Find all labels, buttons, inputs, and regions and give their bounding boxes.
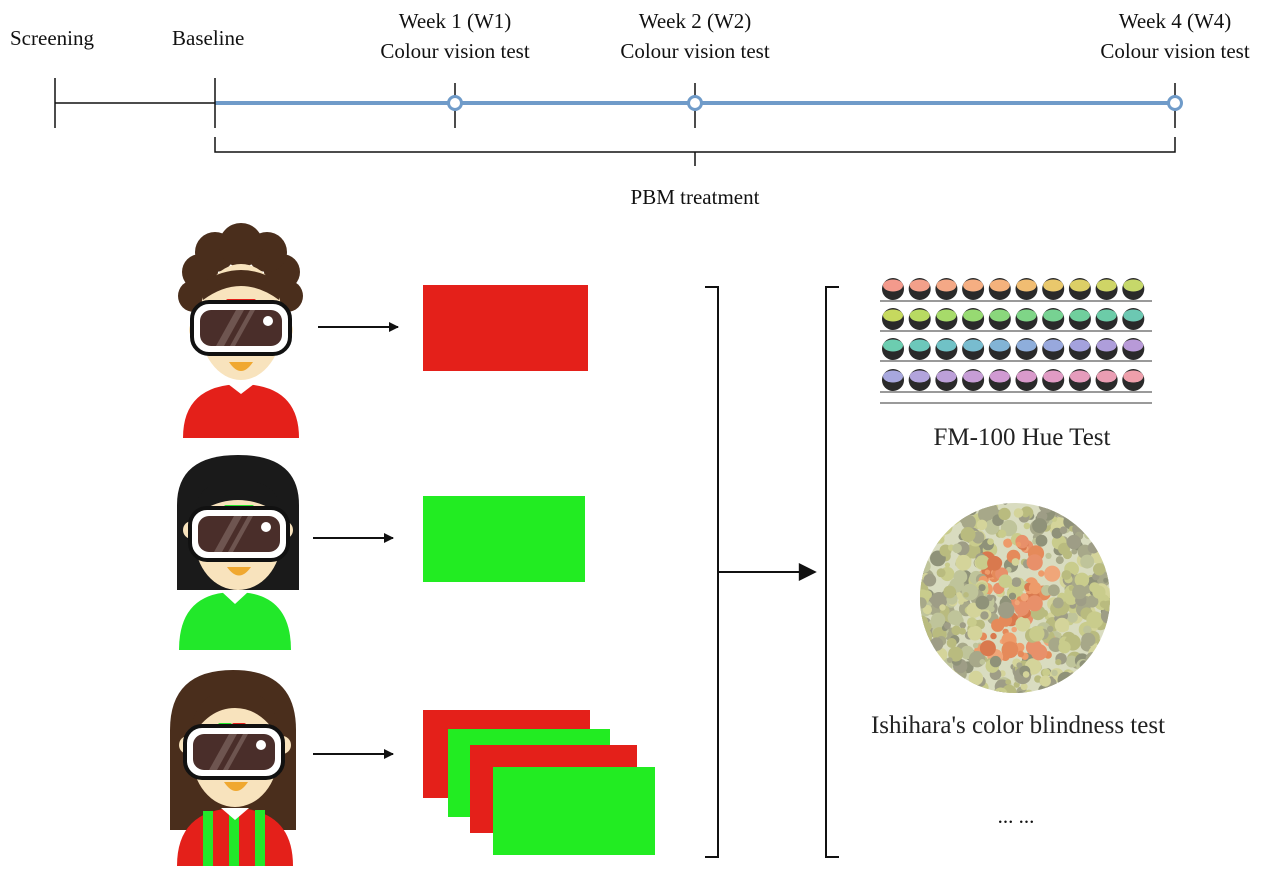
vr-headset-icon [190, 300, 292, 356]
ishihara-label: Ishihara's color blindness test [871, 712, 1165, 739]
week1-title: Week 1 (W1) [399, 9, 512, 33]
red-light-stimulus [423, 285, 588, 371]
timeline: Screening Baseline Week 1 (W1) Colour vi… [10, 9, 1250, 209]
week4-marker [1167, 95, 1183, 111]
week1-subtitle: Colour vision test [380, 39, 530, 63]
vr-headset-icon [188, 506, 290, 562]
week2-marker [687, 95, 703, 111]
week2-subtitle: Colour vision test [620, 39, 770, 63]
treatment-bracket [214, 137, 1176, 166]
screening-label: Screening [10, 26, 94, 50]
ishihara-plate-icon [920, 503, 1110, 693]
fm100-label: FM-100 Hue Test [934, 424, 1111, 451]
green-light-stimulus [423, 496, 585, 582]
tests-left-bracket [825, 286, 839, 858]
treatment-label: PBM treatment [631, 185, 760, 209]
week4-subtitle: Colour vision test [1100, 39, 1250, 63]
week2-title: Week 2 (W2) [639, 9, 752, 33]
week1-marker [447, 95, 463, 111]
week4-title: Week 4 (W4) [1119, 9, 1232, 33]
fm100-hue-test-icon [880, 278, 1152, 404]
more-tests-ellipsis: ... ... [998, 804, 1035, 828]
baseline-label: Baseline [172, 26, 244, 50]
alternating-light-stimulus [423, 710, 655, 855]
vr-headset-icon [183, 724, 285, 780]
